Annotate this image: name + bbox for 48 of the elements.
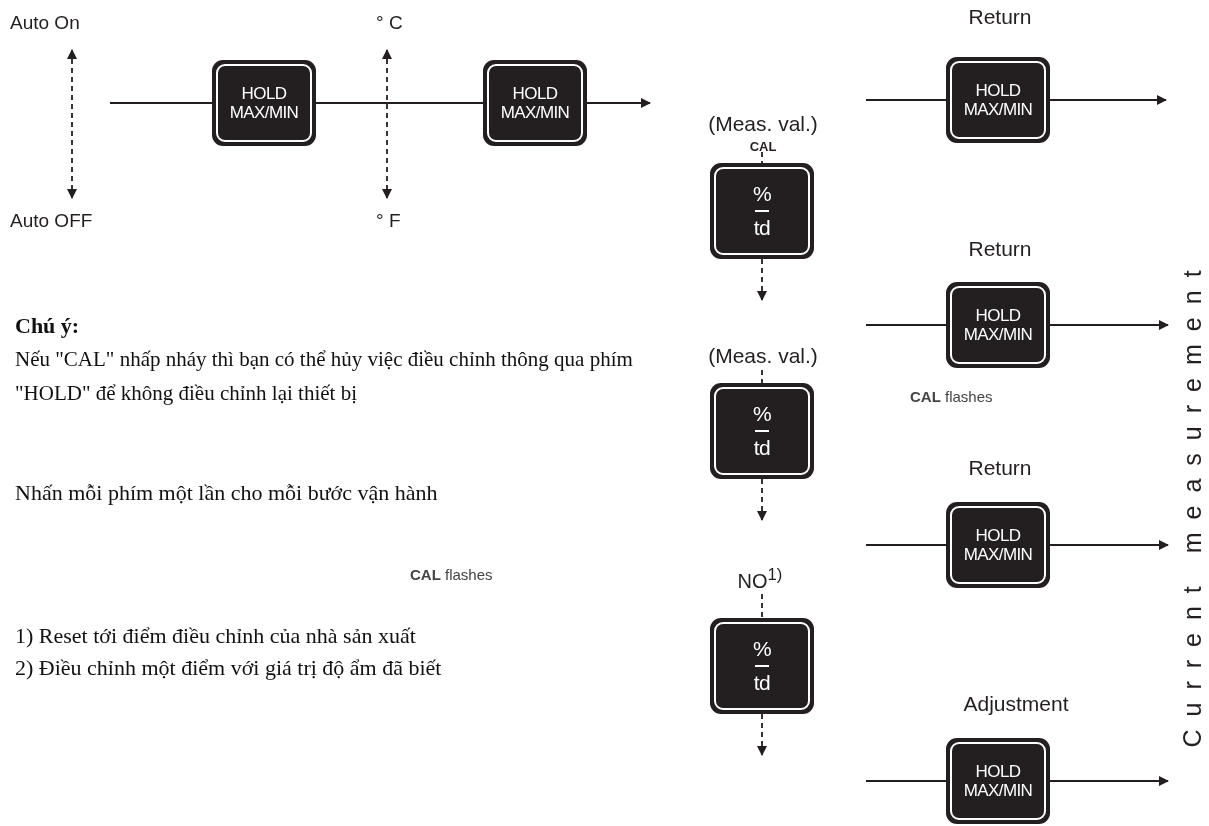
step-caption: Return xyxy=(968,5,1032,29)
hold-key: HOLD MAX/MIN xyxy=(946,57,1050,143)
arrow xyxy=(757,713,767,756)
note-text: Nhấn mỗi phím một lần cho mỗi bước vận hành xyxy=(15,480,438,507)
note-text: 2) Điều chỉnh một điểm với giá trị độ ẩm đã biết xyxy=(15,655,442,682)
arrow xyxy=(67,49,77,199)
step-caption: Return xyxy=(968,456,1032,480)
arrow xyxy=(1049,776,1169,786)
step-caption: (Meas. val.) xyxy=(708,344,818,368)
note-text: 1) Reset tới điểm điều chỉnh của nhà sản xuất xyxy=(15,623,416,650)
status-text: CAL flashes xyxy=(410,566,493,584)
percent-td-key: % td xyxy=(710,163,814,259)
arrow xyxy=(757,258,767,301)
mode-label: ° C xyxy=(376,12,403,35)
mode-label: Auto OFF xyxy=(10,210,93,233)
connector-line xyxy=(761,593,763,619)
note-text: Nếu "CAL" nhấp nháy thì bạn có thể hủy việc điều chỉnh thông qua phím "HOLD" để không điều chỉnh lại thiết bị xyxy=(15,346,634,407)
connector-line xyxy=(761,369,763,384)
arrow xyxy=(757,478,767,521)
step-caption: CAL xyxy=(749,140,777,155)
connector-line xyxy=(865,544,947,546)
step-caption: (Meas. val.) xyxy=(708,112,818,136)
status-text: CAL flashes xyxy=(910,388,993,406)
hold-key: HOLD MAX/MIN xyxy=(946,282,1050,368)
arrow xyxy=(1049,320,1169,330)
arrow xyxy=(1049,95,1167,105)
note-text: Chú ý: xyxy=(15,313,80,340)
connector-line xyxy=(865,99,947,101)
hold-key: HOLD MAX/MIN xyxy=(212,60,316,146)
hold-key: HOLD MAX/MIN xyxy=(946,738,1050,824)
side-heading: Current measurement xyxy=(1177,172,1207,826)
connector-line xyxy=(109,102,213,104)
arrow xyxy=(586,98,651,108)
mode-label: Auto On xyxy=(10,12,80,35)
step-caption: Adjustment xyxy=(963,692,1069,716)
percent-td-key: % td xyxy=(710,383,814,479)
connector-line xyxy=(865,324,947,326)
arrow xyxy=(1049,540,1169,550)
hold-key: HOLD MAX/MIN xyxy=(946,502,1050,588)
connector-line xyxy=(761,151,763,164)
hold-key: HOLD MAX/MIN xyxy=(483,60,587,146)
step-caption: Return xyxy=(968,237,1032,261)
connector-line xyxy=(865,780,947,782)
arrow xyxy=(382,49,392,199)
mode-label: ° F xyxy=(376,210,401,233)
percent-td-key: % td xyxy=(710,618,814,714)
connector-line xyxy=(315,102,484,104)
step-caption: NO$^{1)}$ xyxy=(737,566,783,592)
